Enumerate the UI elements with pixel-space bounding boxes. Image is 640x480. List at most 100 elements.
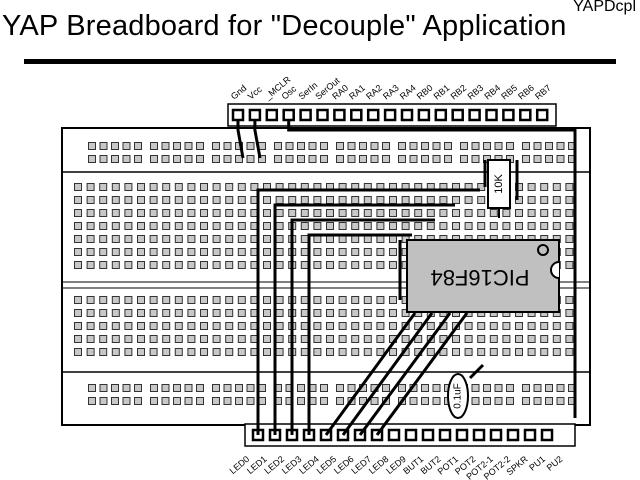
breadboard-hole: [200, 209, 208, 217]
breadboard-hole: [223, 384, 232, 392]
wire: [287, 120, 577, 418]
breadboard-hole: [389, 322, 397, 330]
breadboard-hole: [187, 261, 196, 269]
breadboard-hole: [237, 183, 246, 191]
breadboard-hole: [421, 155, 429, 163]
breadboard-hole: [338, 335, 347, 343]
breadboard-hole: [527, 209, 536, 217]
top-pin-label: Vcc: [246, 84, 264, 102]
top-header-pin: [350, 108, 363, 122]
breadboard-hole: [225, 322, 234, 330]
capacitor-label: 0.1uF: [453, 383, 464, 409]
breadboard-hole: [137, 235, 145, 243]
breadboard-hole: [300, 222, 309, 230]
breadboard-hole: [338, 348, 347, 356]
breadboard-hole: [124, 322, 133, 330]
breadboard-hole: [200, 348, 208, 356]
breadboard-hole: [258, 397, 266, 405]
bottom-header-pin: [421, 428, 435, 442]
breadboard-hole: [196, 384, 204, 392]
breadboard-hole: [237, 309, 246, 317]
breadboard-hole: [483, 397, 491, 405]
breadboard-hole: [421, 384, 429, 392]
breadboard-hole: [522, 397, 530, 405]
breadboard-hole: [313, 222, 322, 230]
breadboard-hole: [275, 248, 284, 256]
breadboard-hole: [174, 235, 183, 243]
breadboard-hole: [137, 222, 145, 230]
breadboard-hole: [263, 335, 271, 343]
breadboard-hole: [376, 222, 385, 230]
breadboard-hole: [522, 384, 530, 392]
breadboard-hole: [370, 155, 379, 163]
breadboard-hole: [464, 322, 473, 330]
breadboard-hole: [471, 142, 480, 150]
top-header-pin: [502, 108, 515, 122]
breadboard-hole: [552, 196, 561, 204]
breadboard-hole: [300, 309, 309, 317]
breadboard-hole: [134, 397, 142, 405]
breadboard-hole: [237, 235, 246, 243]
breadboard-hole: [452, 209, 460, 217]
breadboard-hole: [137, 322, 145, 330]
breadboard-hole: [401, 209, 410, 217]
breadboard-hole: [338, 235, 347, 243]
breadboard-hole: [173, 142, 181, 150]
breadboard-hole: [338, 222, 347, 230]
breadboard-hole: [432, 397, 441, 405]
breadboard-hole: [351, 309, 360, 317]
breadboard-hole: [527, 183, 536, 191]
breadboard-hole: [300, 196, 309, 204]
breadboard-hole: [506, 142, 514, 150]
breadboard-hole: [99, 209, 108, 217]
breadboard-hole: [149, 348, 158, 356]
breadboard-hole: [225, 209, 234, 217]
breadboard-hole: [326, 222, 334, 230]
breadboard-hole: [414, 222, 423, 230]
breadboard-hole: [565, 222, 574, 230]
top-pin-label: RA1: [347, 83, 367, 102]
breadboard-hole: [347, 155, 356, 163]
breadboard-hole: [489, 222, 498, 230]
breadboard-hole: [99, 196, 108, 204]
breadboard-hole: [174, 248, 183, 256]
breadboard-hole: [237, 335, 246, 343]
breadboard-hole: [320, 142, 328, 150]
breadboard-hole: [527, 222, 536, 230]
breadboard-hole: [460, 155, 468, 163]
breadboard-hole: [111, 335, 120, 343]
breadboard-hole: [363, 348, 372, 356]
breadboard-hole: [149, 335, 158, 343]
breadboard-hole: [300, 348, 309, 356]
breadboard-hole: [149, 309, 158, 317]
breadboard-hole: [452, 222, 460, 230]
breadboard-hole: [174, 222, 183, 230]
breadboard-hole: [111, 261, 120, 269]
breadboard-hole: [86, 248, 95, 256]
breadboard-hole: [297, 155, 305, 163]
breadboard-hole: [263, 235, 271, 243]
breadboard-hole: [124, 296, 133, 304]
breadboard-hole: [137, 348, 145, 356]
breadboard-hole: [74, 209, 82, 217]
breadboard-hole: [326, 335, 334, 343]
breadboard-hole: [86, 296, 95, 304]
breadboard-hole: [74, 248, 82, 256]
breadboard-hole: [184, 397, 193, 405]
breadboard-hole: [533, 397, 542, 405]
breadboard-hole: [200, 248, 208, 256]
breadboard-hole: [174, 335, 183, 343]
breadboard-hole: [376, 209, 385, 217]
breadboard-hole: [150, 384, 158, 392]
breadboard-hole: [212, 261, 221, 269]
breadboard-hole: [398, 142, 406, 150]
breadboard-hole: [297, 397, 305, 405]
bottom-pin-label: PU1: [527, 454, 547, 473]
breadboard-hole: [313, 309, 322, 317]
breadboard-hole: [313, 322, 322, 330]
breadboard-hole: [326, 209, 334, 217]
breadboard-hole: [494, 384, 503, 392]
breadboard-hole: [200, 335, 208, 343]
breadboard-hole: [99, 248, 108, 256]
breadboard-hole: [137, 261, 145, 269]
